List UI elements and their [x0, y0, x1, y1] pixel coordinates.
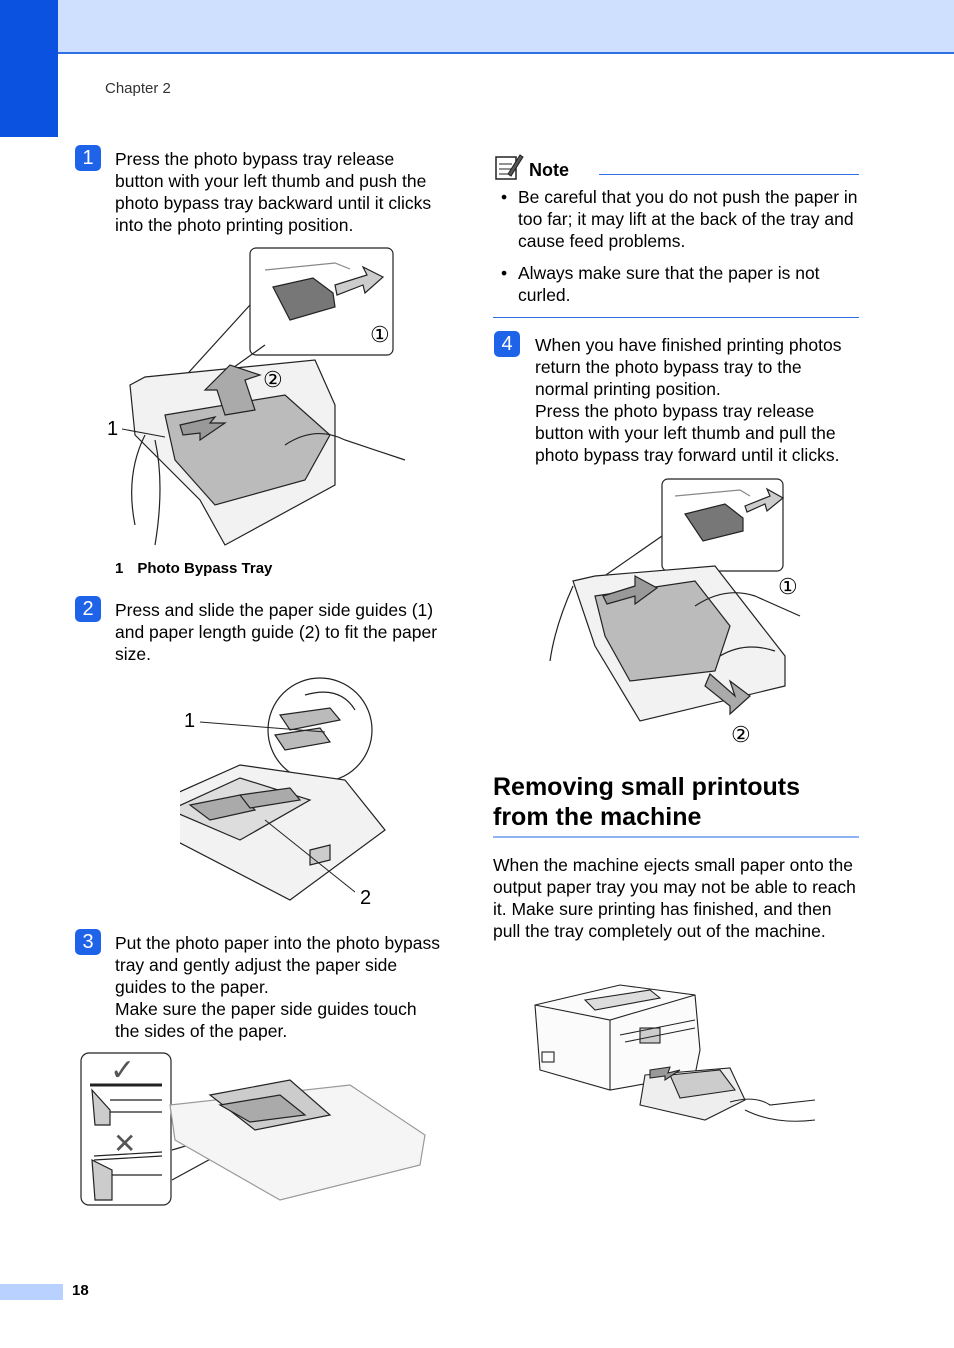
- figure1-callout-2: ②: [263, 367, 283, 392]
- header-band: [58, 0, 954, 54]
- step-4-paragraph-1: When you have finished printing photos r…: [535, 335, 842, 399]
- figure2-label-1: 1: [184, 710, 195, 732]
- step-1-text: Press the photo bypass tray release butt…: [115, 148, 440, 236]
- note-pencil-icon: [495, 154, 524, 180]
- footer-bar: [0, 1284, 63, 1300]
- figure-paper-guides: 1 2: [180, 677, 386, 909]
- caption-number: 1: [115, 560, 124, 577]
- step-2-paragraph: Press and slide the paper side guides (1…: [115, 600, 438, 664]
- figure1-callout-1: ①: [370, 322, 390, 347]
- figure-return-tray: ① ②: [549, 478, 801, 747]
- page-number: 18: [72, 1282, 89, 1299]
- note-end-divider: [493, 317, 859, 318]
- note-label: Note: [529, 160, 569, 180]
- note-list: •Be careful that you do not push the pap…: [500, 186, 860, 316]
- section-rule: [493, 836, 859, 838]
- note-item-text: Always make sure that the paper is not c…: [518, 263, 820, 305]
- chapter-tab: [0, 0, 58, 137]
- section-body: When the machine ejects small paper onto…: [493, 855, 856, 941]
- figure4-callout-1: ①: [778, 574, 798, 599]
- note-item: •Always make sure that the paper is not …: [501, 263, 820, 305]
- check-icon: ✓: [110, 1054, 135, 1087]
- note-header: Note: [494, 152, 859, 182]
- step-3-text: Put the photo paper into the photo bypas…: [115, 932, 445, 1042]
- step-4-text: When you have finished printing photos r…: [535, 334, 859, 466]
- figure2-label-2: 2: [360, 887, 371, 909]
- note-divider: [599, 174, 859, 175]
- chapter-label: Chapter 2: [105, 80, 171, 97]
- figure-machine-tray: [534, 984, 816, 1122]
- figure1-caption: 1 Photo Bypass Tray: [115, 560, 272, 577]
- figure-photo-paper: ✓ ✕: [80, 1052, 426, 1206]
- figure-photo-bypass-tray: ① ② 1: [107, 247, 406, 546]
- step-3-paragraph-2: Make sure the paper side guides touch th…: [115, 999, 417, 1041]
- figure4-callout-2: ②: [731, 722, 751, 747]
- step-3-paragraph-1: Put the photo paper into the photo bypas…: [115, 933, 440, 997]
- caption-text: Photo Bypass Tray: [137, 560, 273, 577]
- step-2-text: Press and slide the paper side guides (1…: [115, 599, 445, 665]
- cross-icon: ✕: [113, 1128, 136, 1159]
- step-4-paragraph-2: Press the photo bypass tray release butt…: [535, 401, 840, 465]
- note-item: •Be careful that you do not push the pap…: [501, 187, 858, 251]
- step-1-paragraph: Press the photo bypass tray release butt…: [115, 149, 432, 235]
- section-title: Removing small printouts from the machin…: [493, 773, 800, 831]
- step-3-badge: 3: [75, 929, 101, 955]
- step-2-badge: 2: [75, 596, 101, 622]
- figure1-label-1: 1: [107, 418, 118, 440]
- note-item-text: Be careful that you do not push the pape…: [518, 187, 858, 251]
- step-1-badge: 1: [75, 145, 101, 171]
- step-4-badge: 4: [494, 331, 520, 357]
